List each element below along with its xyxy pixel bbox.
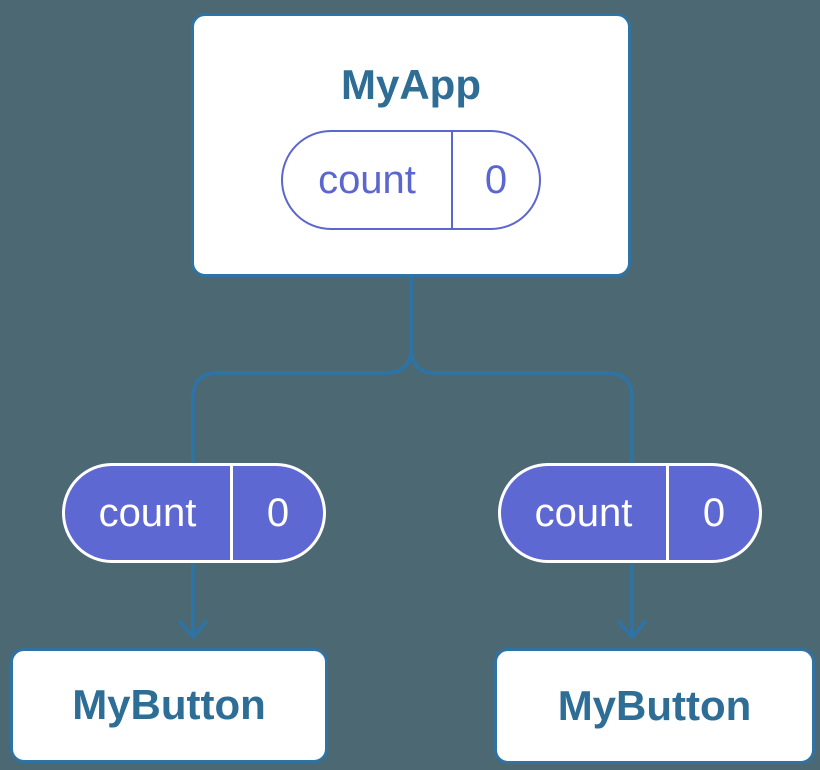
state-pill-myapp: count 0 (281, 130, 541, 231)
node-mybutton-left: MyButton (10, 648, 328, 763)
edge-app-to-right-button (409, 346, 634, 636)
arrowhead-left-icon (178, 620, 208, 639)
state-pill-label: count (318, 157, 416, 202)
node-mybutton-left-title: MyButton (72, 681, 266, 729)
state-pill-value: 0 (451, 132, 539, 229)
edge-app-to-left-button (191, 346, 413, 636)
arrowhead-right-icon (617, 620, 647, 639)
node-mybutton-right-title: MyButton (557, 681, 752, 729)
prop-pill-left-label: count (98, 490, 197, 535)
prop-pill-right-label: count (534, 490, 633, 535)
prop-pill-left: count 0 (62, 463, 326, 563)
prop-pill-right: count 0 (498, 463, 762, 563)
node-myapp: MyApp count 0 (191, 13, 631, 277)
node-myapp-title: MyApp (341, 61, 481, 108)
prop-pill-left-value: 0 (230, 466, 323, 560)
node-mybutton-right: MyButton (494, 648, 815, 764)
prop-pill-right-value: 0 (666, 466, 759, 560)
